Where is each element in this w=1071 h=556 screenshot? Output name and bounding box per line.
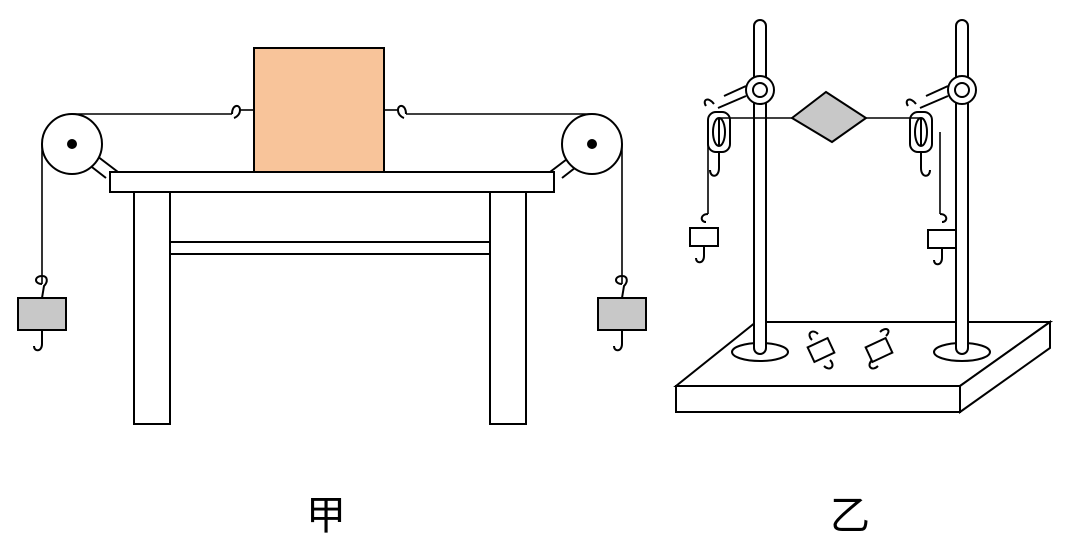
stand-rod-right bbox=[955, 19, 969, 355]
stand-rod-left bbox=[753, 19, 767, 355]
suspended-plate bbox=[790, 90, 868, 144]
base-board-front bbox=[675, 385, 961, 413]
stand-weight-left bbox=[689, 213, 719, 264]
table-crossbar bbox=[169, 241, 491, 255]
table-pulley-setup bbox=[17, 47, 647, 425]
hook-left-of-block bbox=[231, 104, 242, 119]
loose-weight-1 bbox=[806, 330, 836, 370]
loose-weight-2 bbox=[864, 328, 894, 370]
table-top bbox=[109, 171, 555, 193]
hanging-weight-left bbox=[17, 274, 67, 352]
string-right bbox=[406, 113, 623, 284]
string-left bbox=[41, 113, 232, 284]
hanging-weight-right bbox=[597, 274, 647, 352]
base-board-side bbox=[959, 320, 1051, 414]
caption-left: 甲 bbox=[306, 493, 346, 539]
stand-strings bbox=[707, 117, 941, 214]
table-leg-right bbox=[489, 191, 527, 425]
rod-clamp-right bbox=[905, 75, 977, 109]
wooden-block bbox=[253, 47, 385, 173]
table-leg-left bbox=[133, 191, 171, 425]
stand-pulley-setup bbox=[673, 19, 1054, 414]
small-pulley-left bbox=[707, 111, 731, 177]
stand-weight-right bbox=[927, 213, 957, 266]
pulley-right bbox=[561, 113, 623, 175]
caption-right: 乙 bbox=[830, 493, 870, 539]
rod-clamp-left bbox=[703, 75, 775, 109]
pulley-left bbox=[41, 113, 103, 175]
small-pulley-right bbox=[909, 111, 933, 177]
hook-right-of-block bbox=[396, 104, 407, 119]
